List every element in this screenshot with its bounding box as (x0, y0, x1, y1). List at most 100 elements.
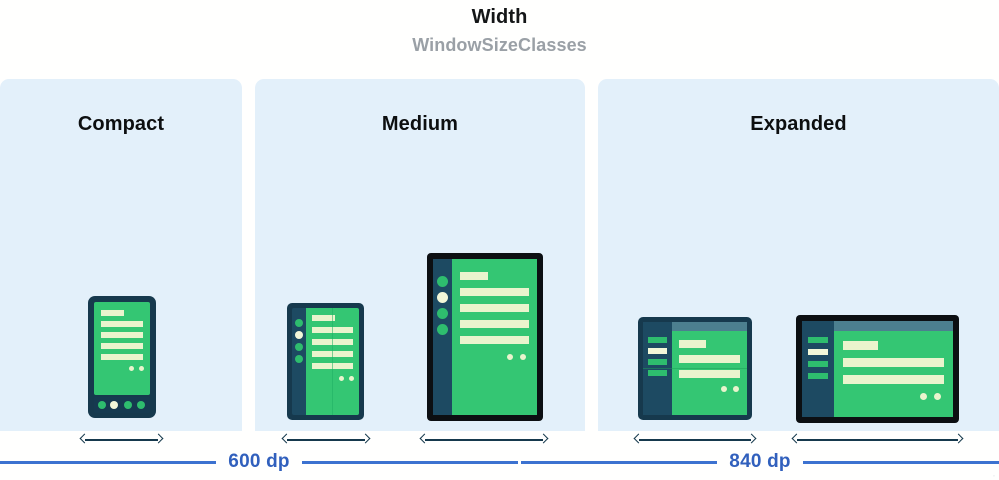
content-bar (679, 370, 740, 378)
page-subtitle: WindowSizeClasses (412, 35, 587, 55)
content-dot (520, 354, 526, 360)
content-dot (139, 366, 144, 371)
device-group-medium (255, 79, 585, 444)
phone-bottom-navigation-bar (94, 397, 150, 413)
content-dot (920, 393, 927, 400)
rail-item-bar-selected[interactable] (648, 348, 667, 354)
content-bar (843, 341, 878, 350)
rail-item-bar[interactable] (808, 361, 828, 367)
rail-item-bar-selected[interactable] (808, 349, 828, 355)
content-bar (843, 375, 944, 384)
rail-item-dot[interactable] (437, 324, 448, 335)
ruler-line-right (301, 460, 518, 464)
content-bar (101, 343, 143, 349)
tablet-portrait-device (427, 253, 543, 421)
arrow-head-right-icon (746, 433, 757, 444)
ruler-label-600dp: 600 dp (228, 451, 290, 472)
ruler-line-right (802, 460, 999, 464)
arrow-head-right-icon (538, 433, 549, 444)
content-bar (101, 321, 143, 327)
content-bar (679, 355, 740, 363)
rail-item-dot-selected[interactable] (437, 292, 448, 303)
ruler-label-840dp: 840 dp (729, 451, 791, 472)
arrow-head-left-icon (633, 433, 644, 444)
tablet-landscape-device (796, 315, 959, 423)
arrow-shaft (425, 439, 543, 441)
ruler-600dp: 600 dp (0, 447, 518, 477)
rail-item-dot[interactable] (437, 276, 448, 287)
app-top-bar (672, 322, 747, 331)
content-bar (460, 320, 529, 328)
content-dot (934, 393, 941, 400)
arrow-head-right-icon (153, 433, 164, 444)
foldable-screen (306, 308, 359, 415)
content-bar (460, 304, 529, 312)
width-arrow (79, 433, 164, 447)
rail-item-dot[interactable] (437, 308, 448, 319)
arrow-shaft (797, 439, 958, 441)
content-bar (679, 340, 706, 348)
arrow-head-left-icon (79, 433, 90, 444)
panel-compact: Compact (0, 79, 242, 444)
fold-crease-line (643, 368, 747, 369)
panel-expanded: Expanded (598, 79, 999, 444)
navigation-rail (433, 259, 452, 415)
content-dot (129, 366, 134, 371)
arrow-head-right-icon (360, 433, 371, 444)
content-bar (460, 288, 529, 296)
content-dot (339, 376, 344, 381)
rail-item-dot[interactable] (295, 343, 303, 351)
nav-item-dot[interactable] (124, 401, 132, 409)
panel-title-compact: Compact (77, 113, 165, 135)
tablet-screen (452, 259, 537, 415)
foldable-portrait-device (287, 303, 364, 420)
width-arrow (791, 433, 964, 447)
size-class-panels: Compact (0, 79, 999, 444)
watermark-text: ▫ (993, 473, 995, 478)
navigation-rail (292, 308, 306, 415)
rail-item-bar[interactable] (808, 337, 828, 343)
foldable-landscape-device (638, 317, 752, 420)
content-bar (101, 332, 143, 338)
rail-item-bar[interactable] (648, 370, 667, 376)
phone-portrait-device (88, 296, 156, 418)
device-group-compact (0, 79, 242, 444)
content-bar (460, 336, 529, 344)
rail-item-bar[interactable] (648, 337, 667, 343)
arrow-shaft (85, 439, 158, 441)
content-dot (733, 386, 739, 392)
panel-title-medium: Medium (381, 113, 459, 135)
phone-screen (94, 302, 150, 395)
arrow-head-right-icon (953, 433, 964, 444)
nav-item-dot[interactable] (137, 401, 145, 409)
rail-item-bar[interactable] (648, 359, 667, 365)
content-bar (101, 354, 143, 360)
width-arrow (633, 433, 757, 447)
rail-item-bar[interactable] (808, 373, 828, 379)
content-dot (721, 386, 727, 392)
ruler-line-left (521, 460, 718, 464)
app-top-bar (834, 321, 953, 331)
navigation-rail (802, 321, 834, 417)
rail-item-dot-selected[interactable] (295, 331, 303, 339)
arrow-head-left-icon (281, 433, 292, 444)
arrow-head-left-icon (791, 433, 802, 444)
ruler-840dp: 840 dp (521, 447, 999, 477)
content-dot (349, 376, 354, 381)
diagram-header: Width WindowSizeClasses (0, 0, 999, 76)
arrow-shaft (287, 439, 365, 441)
nav-item-dot[interactable] (98, 401, 106, 409)
width-arrow (281, 433, 371, 447)
rail-item-dot[interactable] (295, 355, 303, 363)
nav-item-dot-selected[interactable] (110, 401, 118, 409)
rail-item-dot[interactable] (295, 319, 303, 327)
fold-crease-line (332, 308, 333, 415)
content-bar (312, 315, 335, 321)
arrow-shaft (639, 439, 751, 441)
panel-medium: Medium (255, 79, 585, 444)
content-bar (843, 358, 944, 367)
tablet-landscape-screen (834, 321, 953, 417)
arrow-head-left-icon (419, 433, 430, 444)
device-group-expanded (598, 79, 999, 444)
